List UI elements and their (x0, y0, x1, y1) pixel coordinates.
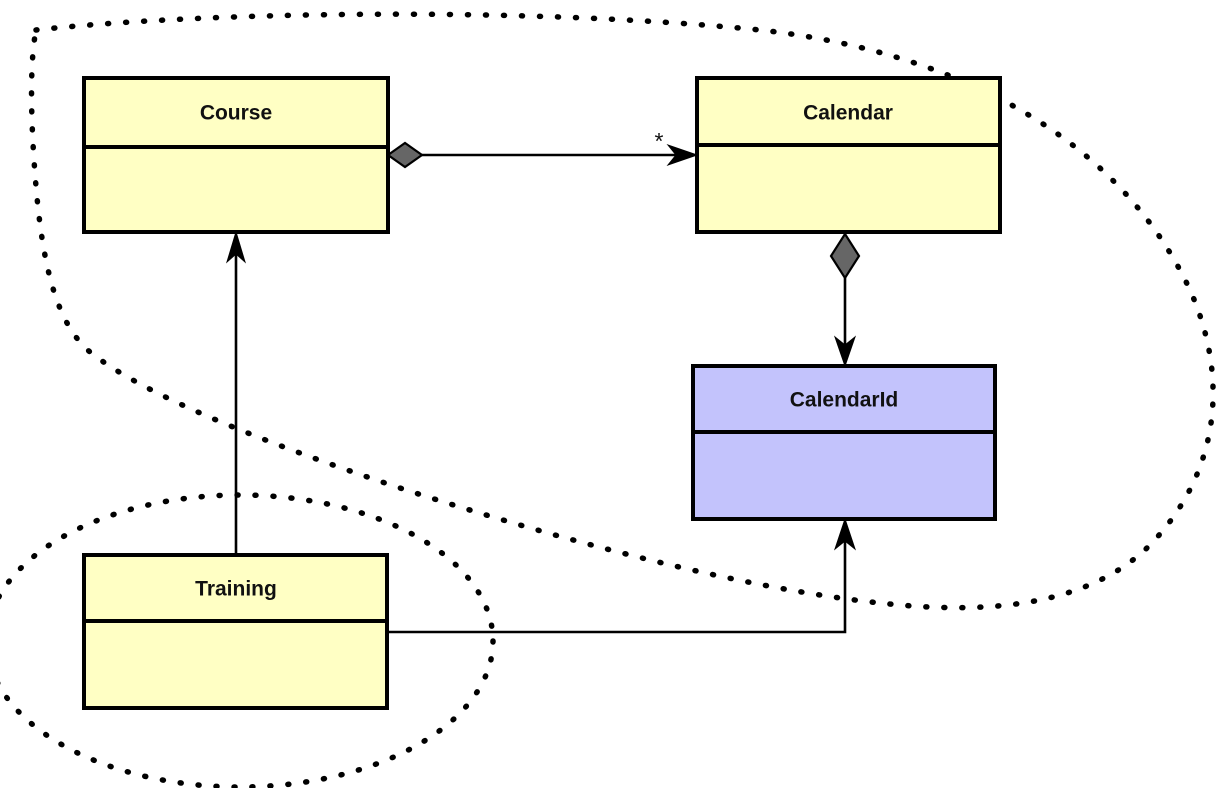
class-box-course[interactable]: Course (82, 76, 390, 234)
class-box-calendarid[interactable]: CalendarId (691, 364, 997, 521)
class-box-calendar[interactable]: Calendar (695, 76, 1002, 234)
class-title-training: Training (195, 578, 277, 601)
class-box-training-rect (82, 553, 389, 710)
training-boundary-ellipse (0, 492, 496, 788)
edge-training-calendarid-path[interactable] (387, 522, 847, 634)
arrow-head-course (226, 230, 246, 264)
class-title-calendarid: CalendarId (790, 389, 899, 412)
relationship-edges (226, 141, 861, 634)
group-boundaries (0, 11, 1216, 788)
arrow-head-calendarid (833, 335, 857, 368)
class-box-course-rect (82, 76, 390, 234)
class-box-calendar-rect (695, 76, 1002, 234)
multiplicity-label-calendar: * (655, 128, 664, 154)
class-title-course: Course (200, 102, 272, 125)
class-title-calendar: Calendar (803, 102, 893, 125)
arrow-head-calendar (666, 143, 699, 167)
class-box-calendarid-rect (691, 364, 997, 521)
composition-diamond-calendar (829, 231, 861, 281)
arrow-head-calendarid-from-training (833, 517, 857, 551)
class-box-training[interactable]: Training (82, 553, 389, 710)
composition-diamond-course (386, 141, 424, 169)
